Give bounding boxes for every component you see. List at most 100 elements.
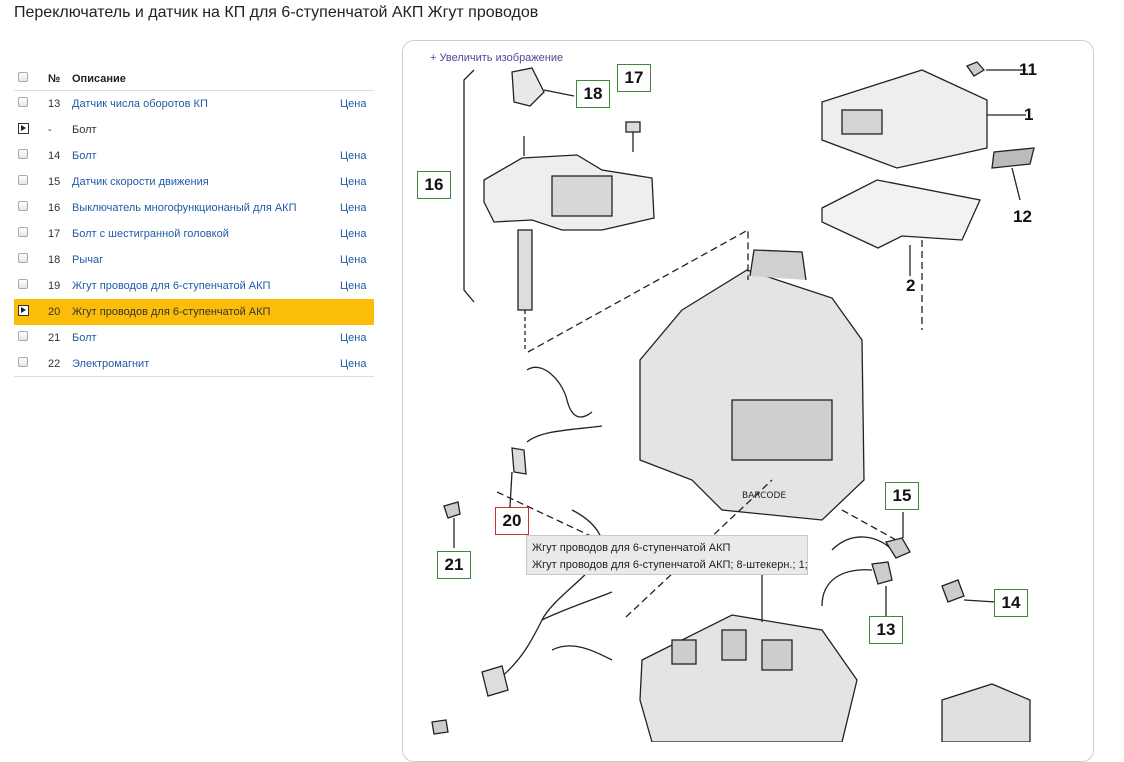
bolt-17-drawing (625, 121, 641, 133)
row-checkbox[interactable] (18, 357, 28, 367)
row-number: 15 (48, 175, 61, 188)
callout-14[interactable]: 14 (994, 589, 1028, 617)
row-select-cell[interactable] (14, 298, 48, 325)
lever-18-drawing (511, 67, 545, 107)
lower-harness-drawing (497, 509, 604, 681)
row-select-cell[interactable] (14, 91, 48, 117)
row-select-cell[interactable] (14, 350, 48, 377)
sensor-15-drawing (831, 536, 891, 551)
table-row[interactable]: 13 Датчик числа оборотов КП Цена (14, 91, 374, 117)
select-all-checkbox[interactable] (18, 72, 28, 82)
tooltip-title: Жгут проводов для 6-ступенчатой АКП (532, 542, 731, 554)
zoom-image-link[interactable]: + Увеличить изображение (430, 52, 564, 64)
row-checkbox[interactable] (18, 279, 28, 289)
callout-16[interactable]: 16 (417, 171, 451, 199)
row-description-link[interactable]: Датчик скорости движения (72, 175, 209, 188)
label-11: 11 (1019, 60, 1037, 79)
row-select-cell[interactable] (14, 117, 48, 143)
callout-18[interactable]: 18 (576, 80, 610, 108)
label-2: 2 (906, 276, 916, 295)
table-row[interactable]: 14 Болт Цена (14, 143, 374, 169)
bolt-21-drawing (443, 501, 461, 519)
play-icon[interactable] (18, 122, 29, 134)
row-checkbox[interactable] (18, 201, 28, 211)
row-select-cell[interactable] (14, 169, 48, 195)
row-checkbox[interactable] (18, 175, 28, 185)
row-description-link: Жгут проводов для 6-ступенчатой АКП (72, 298, 340, 325)
tooltip-details: Жгут проводов для 6-ступенчатой АКП; 8-ш… (532, 559, 808, 571)
row-description-link[interactable]: Датчик числа оборотов КП (72, 97, 208, 110)
row-price-link[interactable]: Цена (340, 279, 367, 292)
row-select-cell[interactable] (14, 273, 48, 299)
table-row[interactable]: 19 Жгут проводов для 6-ступенчатой АКП Цен… (14, 273, 374, 299)
row-number: 13 (48, 97, 61, 110)
part-tooltip: Жгут проводов для 6-ступенчатой АКП Жгут… (526, 535, 808, 575)
table-row[interactable]: 15 Датчик скорости движения Цена (14, 169, 374, 195)
row-select-cell[interactable] (14, 195, 48, 221)
bracket-2-drawing (821, 179, 981, 249)
table-row[interactable]: 21 Болт Цена (14, 325, 374, 351)
callout-21[interactable]: 21 (437, 551, 471, 579)
table-header-row: № Описание (14, 67, 374, 91)
row-price-link[interactable]: Цена (340, 149, 367, 162)
row-description-link[interactable]: Электромагнит (72, 350, 340, 377)
row-number: 17 (48, 227, 61, 240)
actuator-drawing (941, 683, 1031, 742)
row-description-link[interactable]: Рычаг (72, 253, 104, 266)
row-description-link[interactable]: Болт (72, 331, 97, 344)
table-row[interactable]: - Болт (14, 117, 374, 143)
row-price-link[interactable]: Цена (340, 253, 367, 266)
row-price-link (340, 117, 374, 143)
row-description-link[interactable]: Жгут проводов для 6-ступенчатой АКП (72, 279, 271, 292)
svg-text:BARCODE: BARCODE (742, 491, 786, 501)
row-number: 21 (48, 331, 61, 344)
column-header-description: Описание (72, 67, 340, 91)
row-price-link[interactable]: Цена (340, 201, 367, 214)
row-price-link[interactable]: Цена (340, 331, 367, 344)
row-number: - (48, 123, 52, 136)
callout-20[interactable]: 20 (495, 507, 529, 535)
row-number: 19 (48, 279, 61, 292)
row-price-link[interactable]: Цена (340, 350, 374, 377)
row-number: 18 (48, 253, 61, 266)
row-select-cell[interactable] (14, 247, 48, 273)
row-description-link: Болт (72, 123, 97, 136)
column-header-price (340, 67, 374, 91)
table-row[interactable]: 17 Болт с шестигранной головкой Цена (14, 221, 374, 247)
row-price-link[interactable]: Цена (340, 97, 367, 110)
callout-13[interactable]: 13 (869, 616, 903, 644)
row-number: 14 (48, 149, 61, 162)
callout-17[interactable]: 17 (617, 64, 651, 92)
row-checkbox[interactable] (18, 97, 28, 107)
row-description-link[interactable]: Болт (72, 149, 97, 162)
harness-20-drawing (526, 366, 593, 418)
row-select-cell[interactable] (14, 221, 48, 247)
table-row[interactable]: 18 Рычаг Цена (14, 247, 374, 273)
row-price-link[interactable]: Цена (340, 175, 367, 188)
parts-table: № Описание 13 Датчик числа оборотов КП Цен… (14, 67, 374, 377)
parts-diagram: BARCODE (431, 61, 1035, 742)
select-all-checkbox-cell[interactable] (14, 67, 48, 91)
row-description-link[interactable]: Болт с шестигранной головкой (72, 227, 229, 240)
nut-11-drawing (965, 61, 986, 77)
row-description-link[interactable]: Выключатель многофункционаный для АКП (72, 201, 297, 214)
label-1: 1 (1024, 105, 1034, 124)
row-number: 22 (48, 350, 72, 377)
row-checkbox[interactable] (18, 149, 28, 159)
row-price-link[interactable]: Цена (340, 227, 367, 240)
gearbox-drawing (639, 269, 865, 521)
play-icon[interactable] (18, 304, 29, 316)
row-select-cell[interactable] (14, 143, 48, 169)
control-unit-1-drawing (821, 69, 988, 169)
row-select-cell[interactable] (14, 325, 48, 351)
row-checkbox[interactable] (18, 227, 28, 237)
row-checkbox[interactable] (18, 331, 28, 341)
callout-15[interactable]: 15 (885, 482, 919, 510)
sensor-13-drawing (821, 569, 873, 607)
label-12: 12 (1013, 207, 1032, 226)
row-checkbox[interactable] (18, 253, 28, 263)
